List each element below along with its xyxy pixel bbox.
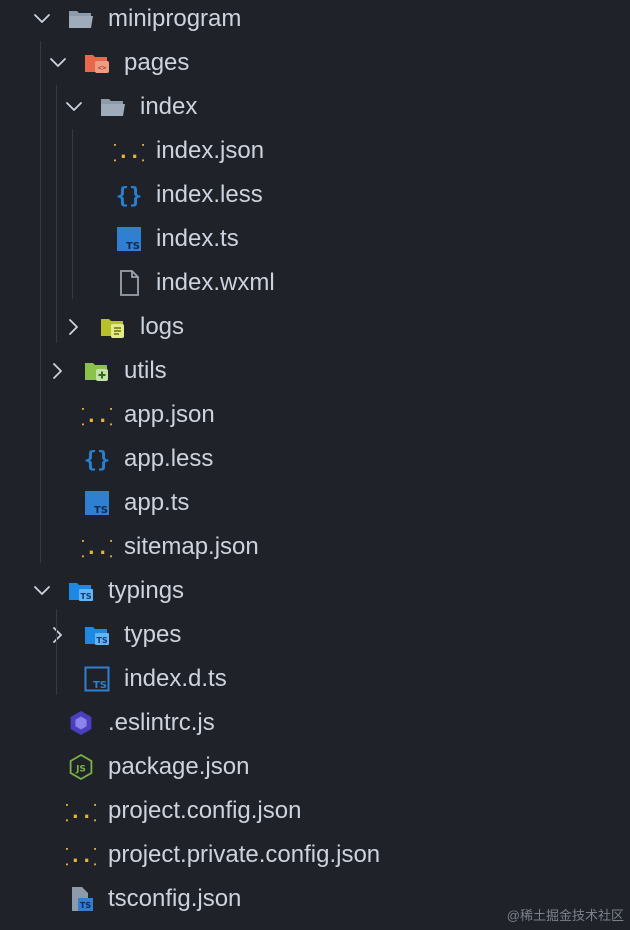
typescript-icon: TS	[82, 488, 112, 518]
less-icon: {}	[114, 180, 144, 210]
json-icon: {..}	[58, 796, 104, 826]
svg-text:{}: {}	[116, 184, 143, 209]
svg-text:<>: <>	[98, 64, 106, 72]
tree-row[interactable]: utils	[0, 349, 630, 393]
tree-item-label: sitemap.json	[124, 533, 259, 560]
json-icon: {..}	[106, 136, 152, 166]
svg-text:{..}: {..}	[66, 801, 96, 823]
svg-text:{..}: {..}	[82, 405, 112, 427]
json-icon: {..}	[74, 532, 120, 562]
tree-row[interactable]: {..} project.config.json	[0, 789, 630, 833]
watermark: @稀土掘金技术社区	[506, 908, 624, 923]
json-icon: {..}	[58, 840, 104, 870]
tree-row[interactable]: {} app.less	[0, 437, 630, 481]
tree-item-label: index.wxml	[156, 269, 275, 296]
tree-row[interactable]: {..} index.json	[0, 129, 630, 173]
tree-row[interactable]: TS tsconfig.json	[0, 877, 630, 921]
folder-open-icon	[98, 92, 128, 122]
tree-row[interactable]: index.wxml	[0, 261, 630, 305]
tree-row[interactable]: {..} project.private.config.json	[0, 833, 630, 877]
chevron-down-icon[interactable]	[31, 8, 53, 30]
tree-item-label: app.ts	[124, 489, 190, 516]
indent-guide	[56, 85, 57, 343]
tree-row[interactable]: index	[0, 85, 630, 129]
svg-text:TS: TS	[94, 505, 108, 516]
chevron-down-icon[interactable]	[63, 96, 85, 118]
tree-item-label: types	[124, 621, 182, 648]
nodejs-icon: JS	[66, 752, 96, 782]
tree-row[interactable]: logs	[0, 305, 630, 349]
json-icon: {..}	[74, 400, 120, 430]
tree-item-label: .eslintrc.js	[108, 709, 215, 736]
tree-item-label: index	[140, 93, 198, 120]
tree-row[interactable]: TS typings	[0, 569, 630, 613]
tree-item-label: logs	[140, 313, 185, 340]
tree-row[interactable]: {..} app.json	[0, 393, 630, 437]
file-icon	[114, 268, 144, 298]
tree-item-label: typings	[108, 577, 185, 604]
chevron-right-icon[interactable]	[63, 316, 85, 338]
svg-text:{..}: {..}	[66, 845, 96, 867]
svg-text:TS: TS	[93, 680, 107, 691]
folder-pages-icon: <>	[82, 48, 112, 78]
chevron-right-icon[interactable]	[47, 360, 69, 382]
tree-item-label: app.json	[124, 401, 215, 428]
svg-text:{..}: {..}	[114, 141, 144, 163]
tree-item-label: tsconfig.json	[108, 885, 242, 912]
indent-guide	[56, 609, 57, 695]
tree-item-label: utils	[124, 357, 167, 384]
chevron-down-icon[interactable]	[47, 52, 69, 74]
folder-utils-icon	[82, 356, 112, 386]
tree-item-label: app.less	[124, 445, 214, 472]
tree-item-label: project.private.config.json	[108, 841, 381, 868]
typescript-def-icon: TS	[82, 664, 112, 694]
tree-row[interactable]: {} index.less	[0, 173, 630, 217]
tree-row[interactable]: TS app.ts	[0, 481, 630, 525]
eslint-icon	[66, 708, 96, 738]
svg-text:TS: TS	[80, 901, 91, 910]
tree-item-label: pages	[124, 49, 190, 76]
svg-text:{}: {}	[84, 448, 111, 473]
tree-row[interactable]: TS index.ts	[0, 217, 630, 261]
folder-logs-icon	[98, 312, 128, 342]
tree-row[interactable]: TS index.d.ts	[0, 657, 630, 701]
tree-item-label: index.ts	[156, 225, 239, 252]
svg-text:TS: TS	[96, 636, 107, 645]
tree-row[interactable]: miniprogram	[0, 0, 630, 41]
tree-row[interactable]: JS package.json	[0, 745, 630, 789]
chevron-right-icon[interactable]	[47, 624, 69, 646]
typescript-icon: TS	[114, 224, 144, 254]
tree-item-label: project.config.json	[108, 797, 302, 824]
tree-row[interactable]: .eslintrc.js	[0, 701, 630, 745]
folder-typings-icon: TS	[82, 620, 112, 650]
tree-item-label: miniprogram	[108, 5, 242, 32]
indent-guide	[40, 41, 41, 563]
svg-text:JS: JS	[75, 765, 86, 775]
svg-text:{..}: {..}	[82, 537, 112, 559]
tree-item-label: index.d.ts	[124, 665, 227, 692]
tree-item-label: package.json	[108, 753, 250, 780]
chevron-down-icon[interactable]	[31, 580, 53, 602]
tree-row[interactable]: TS types	[0, 613, 630, 657]
tree-row[interactable]: <> pages	[0, 41, 630, 85]
folder-typings-icon: TS	[66, 576, 96, 606]
svg-text:TS: TS	[80, 592, 91, 601]
tree-item-label: index.json	[156, 137, 265, 164]
tsconfig-icon: TS	[66, 884, 96, 914]
indent-guide	[72, 129, 73, 299]
less-icon: {}	[82, 444, 112, 474]
svg-text:TS: TS	[126, 241, 140, 252]
tree-item-label: index.less	[156, 181, 263, 208]
tree-row[interactable]: {..} sitemap.json	[0, 525, 630, 569]
folder-open-icon	[66, 4, 96, 34]
